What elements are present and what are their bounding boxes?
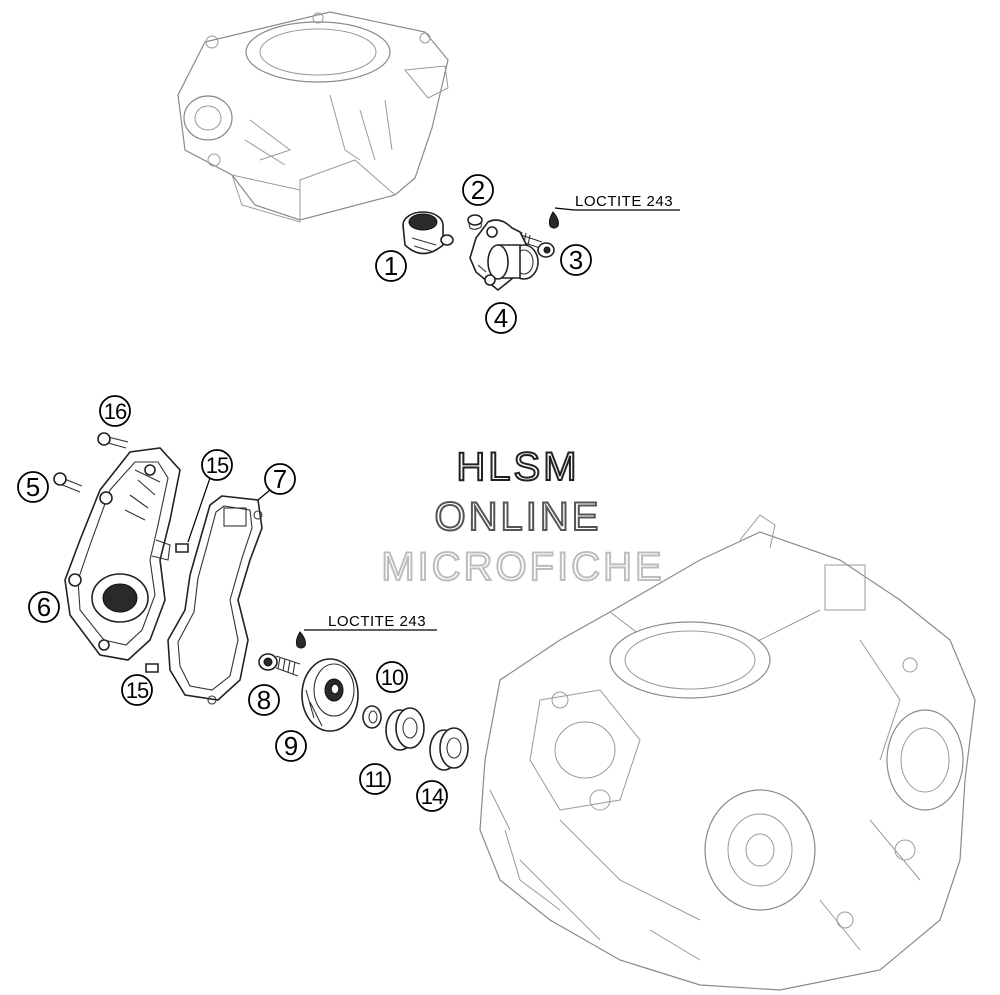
callout-9-label: 9 [284, 731, 298, 761]
watermark: HLSM ONLINE MICROFICHE [380, 444, 664, 590]
callout-15-lower-label: 15 [126, 678, 149, 703]
callout-1-label: 1 [384, 251, 398, 281]
callout-15-upper: 15 [201, 449, 233, 481]
loctite-drop-icon [295, 631, 306, 649]
callout-6: 6 [28, 591, 60, 623]
bolt-5-part [53, 472, 83, 493]
callout-16: 16 [99, 395, 131, 427]
leader-lines [187, 207, 680, 631]
callout-2: 2 [462, 174, 494, 206]
callout-11-label: 11 [365, 767, 387, 792]
loctite-drop-icon [548, 211, 559, 229]
pin-part [467, 214, 483, 230]
bolt-16-part [97, 432, 129, 449]
engine-case-reference [479, 514, 976, 991]
thermostat-part [402, 211, 454, 255]
callout-15-lower: 15 [121, 674, 153, 706]
callout-15-upper-label: 15 [206, 453, 229, 478]
shaft-seal-part [429, 727, 469, 771]
callout-10: 10 [376, 661, 408, 693]
thermostat-cover-part [469, 219, 539, 292]
watermark-line-3: MICROFICHE [381, 545, 664, 589]
callout-14-label: 14 [421, 784, 444, 809]
callout-8: 8 [248, 684, 280, 716]
impeller-bolt-part [258, 653, 301, 677]
loctite-note-bottom: LOCTITE 243 [328, 613, 426, 630]
loctite-note-top: LOCTITE 243 [575, 193, 673, 210]
callout-7: 7 [264, 463, 296, 495]
callout-5: 5 [17, 471, 49, 503]
watermark-line-2: ONLINE [435, 495, 602, 539]
callout-3: 3 [560, 244, 592, 276]
impeller-part [301, 658, 359, 732]
callout-8-label: 8 [257, 685, 271, 715]
callout-5-label: 5 [26, 472, 40, 502]
callout-1: 1 [375, 250, 407, 282]
dowel-pin-lower-part [145, 663, 159, 673]
water-pump-cover-part [64, 447, 181, 661]
gasket-part [167, 495, 263, 705]
callout-4: 4 [485, 302, 517, 334]
callout-9: 9 [275, 730, 307, 762]
callout-6-label: 6 [37, 592, 51, 622]
callout-11: 11 [359, 763, 391, 795]
washer-part [362, 705, 382, 729]
cylinder-reference [177, 11, 449, 223]
callout-10-label: 10 [381, 665, 404, 690]
dowel-pin-upper-part [175, 543, 189, 553]
callout-7-label: 7 [273, 464, 287, 494]
callout-16-label: 16 [104, 399, 127, 424]
callout-4-label: 4 [494, 303, 508, 333]
seal-ring-part [385, 707, 425, 751]
watermark-line-1: HLSM [456, 445, 579, 489]
callout-2-label: 2 [471, 175, 485, 205]
callout-14: 14 [416, 780, 448, 812]
callout-3-label: 3 [569, 245, 583, 275]
